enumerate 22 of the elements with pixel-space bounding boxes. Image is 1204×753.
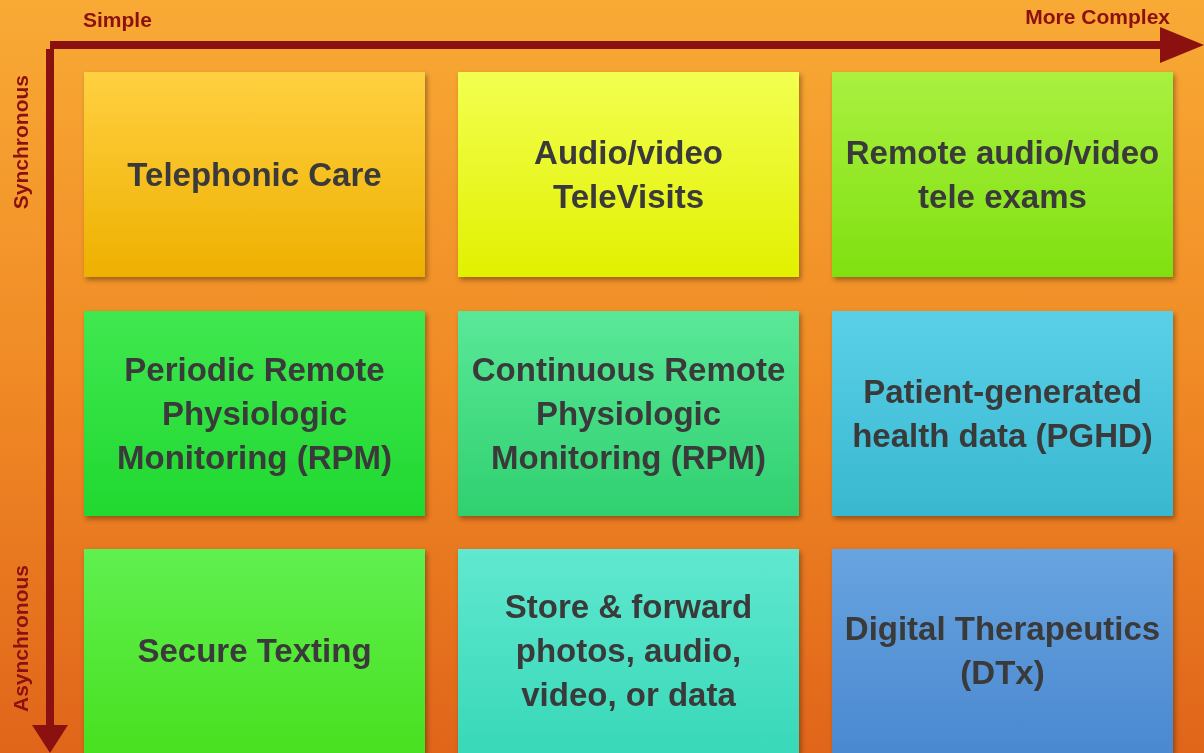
box-label: Patient-generated health data (PGHD) — [851, 371, 1154, 456]
box-label: Store & forward photos, audio, video, or data — [503, 587, 754, 715]
box-label: Continuous Remote Physiologic Monitoring (RPM) — [470, 349, 787, 478]
box-label: Digital Therapeutics (DTx) — [843, 609, 1162, 693]
category-box — [832, 549, 1173, 753]
axis-label: More Complex — [1025, 5, 1170, 29]
category-box — [458, 72, 799, 277]
category-box — [458, 311, 799, 516]
box-label: Telephonic Care — [127, 154, 382, 195]
category-box — [84, 311, 425, 516]
category-box — [832, 311, 1173, 516]
category-box — [458, 549, 799, 753]
category-box — [832, 72, 1173, 277]
box-label: Secure Texting — [137, 631, 372, 671]
box-label: Audio/video TeleVisits — [533, 132, 724, 217]
category-box — [84, 549, 425, 753]
box-label: Remote audio/video tele exams — [844, 132, 1161, 217]
axis-label: Asynchronous — [9, 565, 33, 713]
box-label: Periodic Remote Physiologic Monitoring (RPM) — [116, 349, 393, 478]
category-box — [84, 72, 425, 277]
axis-label: Simple — [83, 8, 152, 32]
axis-label: Synchronous — [9, 75, 33, 210]
